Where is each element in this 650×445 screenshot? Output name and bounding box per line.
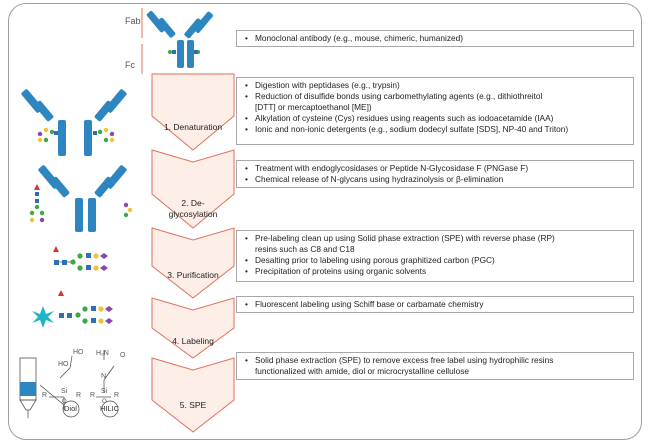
chem-n: N xyxy=(101,373,107,380)
box-spe: Solid phase extraction (SPE) to remove e… xyxy=(236,352,634,380)
fluorescent-star-icon xyxy=(32,306,54,328)
chem-r-4: R xyxy=(114,392,120,399)
list-item-continued: resins such as C8 and C18 xyxy=(255,244,355,254)
step-deglycosylation-label: 2. De- glycosylation xyxy=(150,198,236,220)
list-item: Solid phase extraction (SPE) to remove e… xyxy=(243,355,627,366)
list-item: Monoclonal antibody (e.g., mouse, chimer… xyxy=(243,33,627,44)
step-purification-label: 3. Purification xyxy=(167,270,219,280)
step-spe-label: 5. SPE xyxy=(179,400,207,410)
list-item: Ionic and non-ionic detergents (e.g., so… xyxy=(243,124,627,135)
released-glycans xyxy=(29,184,133,223)
list-item-continued: [DTT] or mercaptoethanol [ME]) xyxy=(255,102,372,112)
purified-glycan-icon xyxy=(53,246,108,271)
denatured-glycans xyxy=(37,127,115,143)
list-item: Desalting prior to labeling using porous… xyxy=(243,255,627,266)
box-deglycosylation: Treatment with endoglycosidases or Pepti… xyxy=(236,160,634,188)
chem-o: O xyxy=(120,352,126,359)
box-denaturation: Digestion with peptidases (e.g., trypsin… xyxy=(236,77,634,145)
chem-si-1: Si xyxy=(61,388,68,395)
chem-si-2: Si xyxy=(101,388,108,395)
chem-h2n: H₂N xyxy=(96,350,109,357)
step-denaturation-label: 1. Denaturation xyxy=(163,122,223,132)
antibody-intact-glycans xyxy=(168,50,200,54)
list-item: Fluorescent labeling using Schiff base o… xyxy=(243,299,627,310)
chevron-1 xyxy=(151,73,235,151)
labeled-glycan-icon xyxy=(32,290,113,328)
chem-r-1: R xyxy=(42,392,48,399)
chem-o-2: O xyxy=(102,399,107,405)
fab-label: Fab xyxy=(125,16,141,26)
fc-label: Fc xyxy=(125,60,135,70)
chevron-2 xyxy=(151,149,235,229)
box-antibody: Monoclonal antibody (e.g., mouse, chimer… xyxy=(236,30,634,47)
spe-chemistry-structures xyxy=(39,350,119,418)
list-item: Chemical release of N-glycans using hydr… xyxy=(243,174,627,185)
list-item: Precipitation of proteins using organic … xyxy=(243,266,627,277)
box-purification: Pre-labeling clean up using Solid phase … xyxy=(236,230,634,282)
step-labeling-label: 4. Labeling xyxy=(172,336,214,346)
chevron-4 xyxy=(151,297,235,359)
box-labeling: Fluorescent labeling using Schiff base o… xyxy=(236,296,634,313)
antibody-denatured-icon xyxy=(21,89,127,156)
chem-o-1: O xyxy=(62,399,67,405)
antibody-intact-icon xyxy=(146,11,213,68)
chevron-5 xyxy=(151,357,235,433)
list-item-continued: functionalized with amide, diol or micro… xyxy=(255,366,469,376)
antibody-deglycosylated-icon xyxy=(38,165,127,232)
step-deglycosylation-line1: 2. De- xyxy=(181,198,205,208)
list-item: Reduction of disulfide bonds using carbo… xyxy=(243,91,627,102)
chem-r-2: R xyxy=(76,392,82,399)
list-item: Digestion with peptidases (e.g., trypsin… xyxy=(243,80,627,91)
step-deglycosylation-line2: glycosylation xyxy=(168,209,218,219)
chevron-3 xyxy=(151,227,235,299)
outer-frame xyxy=(8,3,642,440)
chem-ho-2: HO xyxy=(58,361,69,368)
spe-cartridge-icon xyxy=(19,357,37,418)
list-item: Alkylation of cysteine (Cys) residues us… xyxy=(243,113,627,124)
list-item: Treatment with endoglycosidases or Pepti… xyxy=(243,163,627,174)
diol-label: Diol xyxy=(64,404,77,413)
chem-ho-1: HO xyxy=(73,349,84,356)
hilic-label: HILIC xyxy=(100,404,120,413)
list-item: Pre-labeling clean up using Solid phase … xyxy=(243,233,627,244)
chem-r-3: R xyxy=(90,392,96,399)
